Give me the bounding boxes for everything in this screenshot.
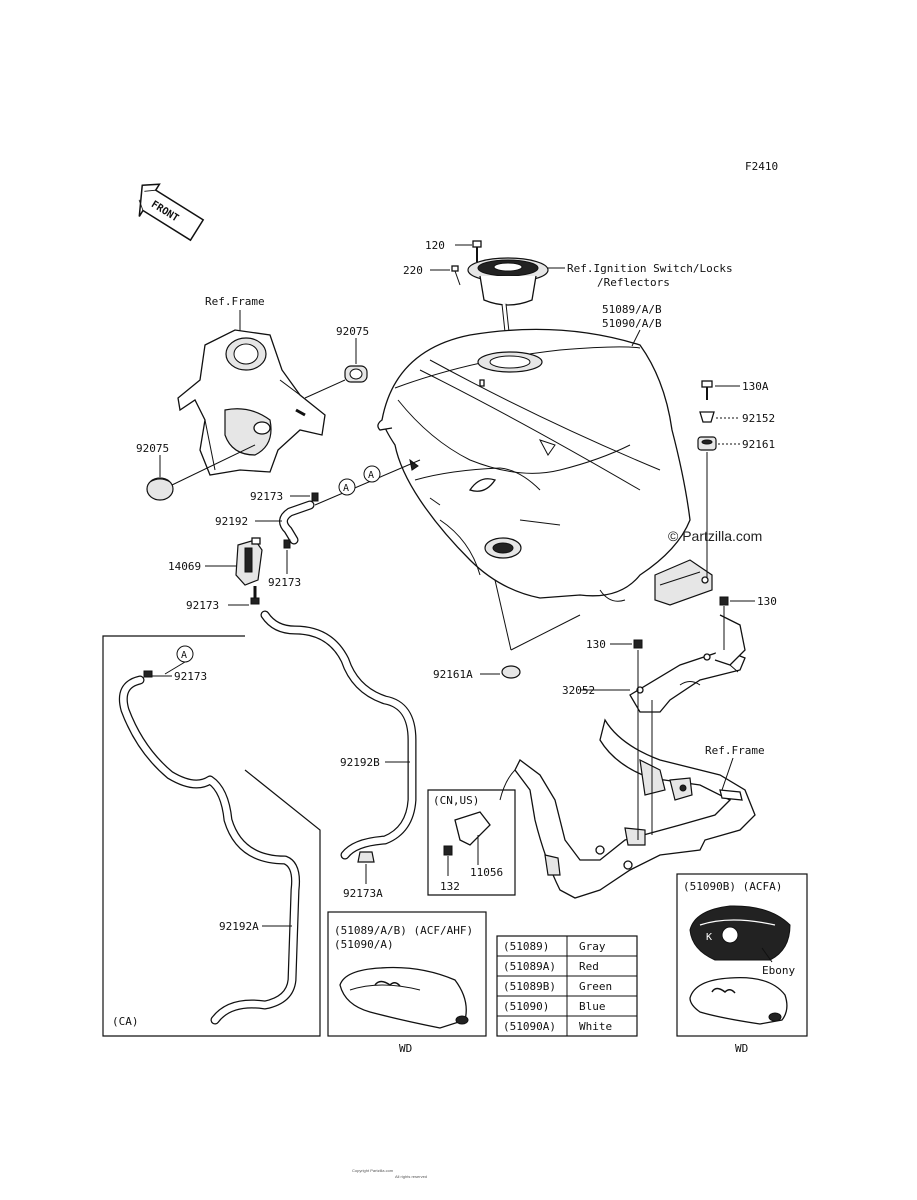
clamp-92173-top xyxy=(311,492,319,502)
bracket-32052 xyxy=(629,614,746,713)
color-table-part: (51089A) xyxy=(503,960,556,973)
svg-text:K: K xyxy=(706,932,712,943)
label-92192: 92192 xyxy=(215,515,248,528)
label-92161: 92161 xyxy=(742,438,775,451)
bolt-130-left xyxy=(633,639,643,649)
wd-variant-box-right: (51090B) (ACFA) K Ebony WD xyxy=(676,873,808,1055)
label-92173-top: 92173 xyxy=(250,490,283,503)
ca-variant-box: A 92173 92192A (CA) xyxy=(102,635,321,1037)
damper-92075-upper xyxy=(344,365,368,383)
separator-14069 xyxy=(235,537,263,586)
label-ca: (CA) xyxy=(112,1015,139,1028)
label-92152: 92152 xyxy=(742,412,775,425)
color-table-part: (51090A) xyxy=(503,1020,556,1033)
label-ebony: Ebony xyxy=(762,964,795,977)
label-14069: 14069 xyxy=(168,560,201,573)
label-92161a: 92161A xyxy=(433,668,473,681)
label-ref-ignition-2: /Reflectors xyxy=(597,276,670,289)
label-wd-right: WD xyxy=(735,1042,748,1055)
color-table-color: Red xyxy=(579,960,599,973)
color-table-part: (51089) xyxy=(503,940,549,953)
watermark: © Partzilla.com xyxy=(668,528,762,544)
clamp-92173-mid xyxy=(283,539,291,549)
label-box-left-2: (51090/A) xyxy=(334,938,394,951)
label-tank-2: 51090/A/B xyxy=(602,317,662,330)
label-92173-mid: 92173 xyxy=(268,576,301,589)
frame-head xyxy=(177,329,326,476)
hose-92192 xyxy=(279,500,315,545)
label-ref-frame-top: Ref.Frame xyxy=(205,295,265,308)
label-130-left: 130 xyxy=(586,638,606,651)
figure-code: F2410 xyxy=(745,160,778,173)
label-92173-bottom: 92173 xyxy=(186,599,219,612)
label-92075-upper: 92075 xyxy=(336,325,369,338)
cap-92173a xyxy=(357,851,375,863)
damper-92075-lower xyxy=(146,477,174,501)
color-table-color: Green xyxy=(579,980,612,993)
color-table: (51089) Gray (51089A) Red (51089B) Green (5109… xyxy=(496,935,638,1037)
bolt-130a xyxy=(701,380,713,400)
hose-92192a xyxy=(118,675,300,1025)
wd-variant-box-left: (51089/A/B) (ACF/AHF) (51090/A) WD xyxy=(327,911,487,1055)
screw-220 xyxy=(430,265,461,286)
label-ref-frame-bottom: Ref.Frame xyxy=(705,744,765,757)
label-132: 132 xyxy=(440,880,460,893)
damper-92161 xyxy=(697,436,717,451)
color-table-color: White xyxy=(579,1020,612,1033)
color-table-color: Gray xyxy=(579,940,606,953)
footer-line-2: All rights reserved xyxy=(395,1174,427,1179)
label-11056: 11056 xyxy=(470,866,503,879)
circle-marker-a2 xyxy=(363,465,381,483)
label-92192b: 92192B xyxy=(340,756,380,769)
label-32052: 32052 xyxy=(562,684,595,697)
label-box-left-1: (51089/A/B) (ACF/AHF) xyxy=(334,924,473,937)
bolt-130-right xyxy=(719,596,729,606)
label-tank-1: 51089/A/B xyxy=(602,303,662,316)
footer-line-1: Copyright Partzilla.com xyxy=(352,1168,394,1173)
label-130a: 130A xyxy=(742,380,769,393)
collar-92152 xyxy=(699,411,715,423)
hose-92192b xyxy=(260,610,417,860)
fuel-tank xyxy=(377,328,691,602)
fuel-cap xyxy=(467,257,549,361)
label-ref-ignition-1: Ref.Ignition Switch/Locks xyxy=(567,262,733,275)
label-92173a: 92173A xyxy=(343,887,383,900)
label-wd-left: WD xyxy=(399,1042,412,1055)
damper-92161a xyxy=(501,665,521,679)
circle-a2-label: A xyxy=(368,470,374,481)
label-92192a: 92192A xyxy=(219,920,259,933)
clamp-92173-bottom xyxy=(250,597,260,605)
label-92075-lower: 92075 xyxy=(136,442,169,455)
color-table-color: Blue xyxy=(579,1000,606,1013)
color-table-part: (51090) xyxy=(503,1000,549,1013)
label-120: 120 xyxy=(425,239,445,252)
circle-a3-label: A xyxy=(181,650,187,661)
label-92173-ca: 92173 xyxy=(174,670,207,683)
bolt-120 xyxy=(455,240,482,262)
tank-rear-bracket xyxy=(654,559,713,606)
label-220: 220 xyxy=(403,264,423,277)
label-130-right: 130 xyxy=(757,595,777,608)
label-cn-us: (CN,US) xyxy=(433,794,479,807)
circle-a1-label: A xyxy=(343,483,349,494)
color-table-part: (51089B) xyxy=(503,980,556,993)
front-arrow-icon: FRONT xyxy=(138,183,205,242)
cn-us-detail-box: (CN,US) 132 11056 xyxy=(427,789,516,896)
circle-marker-a1 xyxy=(338,478,356,496)
label-box-right: (51090B) (ACFA) xyxy=(683,880,782,893)
